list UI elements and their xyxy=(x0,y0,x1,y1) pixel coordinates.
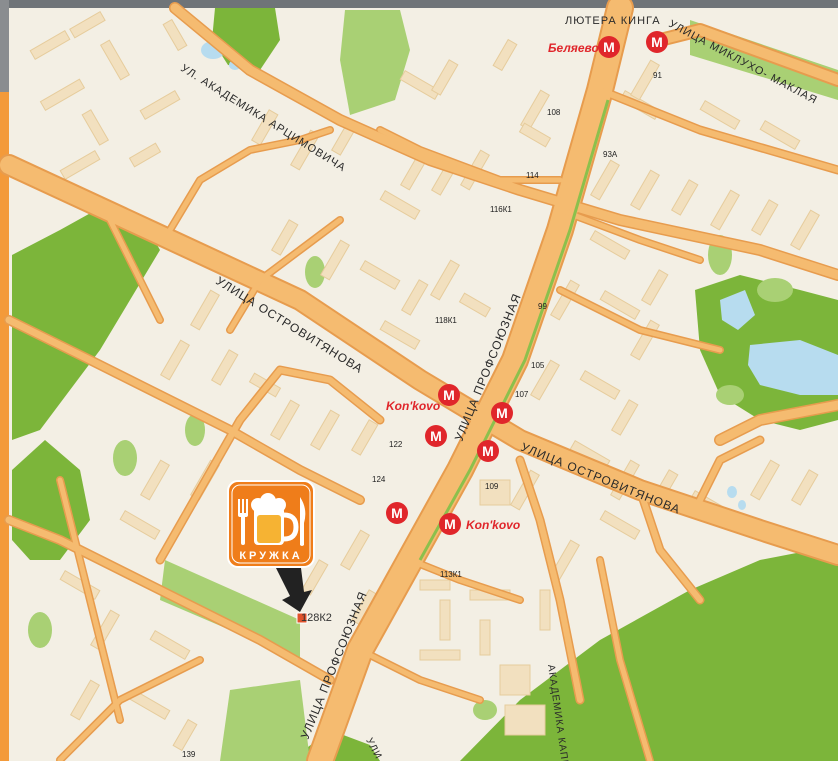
fork-icon xyxy=(238,499,248,545)
house-number: 113К1 xyxy=(440,570,462,579)
beer-mug-icon xyxy=(251,493,299,545)
arrow-down-icon xyxy=(276,560,312,612)
house-number: 124 xyxy=(372,475,386,484)
house-number: 105 xyxy=(531,361,545,370)
road-ostrovityanova xyxy=(0,156,838,564)
metro-glyph: M xyxy=(444,516,456,532)
metro-markers[interactable]: M M M M M M M M xyxy=(386,31,668,535)
metro-glyph: M xyxy=(603,39,615,55)
house-number: 114 xyxy=(526,171,539,180)
destination-house-number: 128К2 xyxy=(301,612,332,624)
metro-icon[interactable]: M xyxy=(598,36,620,58)
house-number: 109 xyxy=(485,482,499,491)
metro-glyph: M xyxy=(482,443,494,459)
metro-glyph: M xyxy=(391,505,403,521)
metro-icon[interactable]: M xyxy=(646,31,668,53)
logo-inner xyxy=(231,484,311,564)
water-bodies xyxy=(201,41,838,524)
buildings xyxy=(29,10,821,752)
metro-icon[interactable]: M xyxy=(477,440,499,462)
metro-icon[interactable]: M xyxy=(386,502,408,524)
top-edge-strip xyxy=(0,0,838,8)
house-number: 139 xyxy=(182,750,196,759)
house-number: 99 xyxy=(538,302,547,311)
road-artsimovicha xyxy=(170,3,838,280)
house-number: 122 xyxy=(389,440,403,449)
metro-glyph: M xyxy=(443,387,455,403)
metro-label-konkovo-north[interactable]: Kon'kovo xyxy=(386,399,440,413)
metro-icon[interactable]: M xyxy=(425,425,447,447)
road-median xyxy=(418,99,610,561)
top-left-corner xyxy=(0,0,9,92)
road-miklukho-maklaya xyxy=(655,25,838,85)
house-numbers: 91 108 93А 114 116К1 99 118К1 105 107 12… xyxy=(182,71,662,759)
house-number: 91 xyxy=(653,71,662,80)
house-number: 118К1 xyxy=(435,316,457,325)
metro-glyph: M xyxy=(651,34,663,50)
metro-icon[interactable]: M xyxy=(439,513,461,535)
house-number: 107 xyxy=(515,390,529,399)
house-number: 108 xyxy=(547,108,561,117)
kruzhka-logo[interactable]: КРУЖКА xyxy=(227,480,315,568)
left-edge-stripe xyxy=(0,90,9,761)
street-label-lyutera-kinga: ЛЮТЕРА КИНГА xyxy=(565,15,661,27)
metro-label-konkovo-south[interactable]: Kon'kovo xyxy=(466,518,520,532)
destination-marker[interactable]: 128К2 xyxy=(276,560,332,624)
metro-icon[interactable]: M xyxy=(491,402,513,424)
logo-name: КРУЖКА xyxy=(239,550,302,562)
metro-icon[interactable]: M xyxy=(438,384,460,406)
knife-icon xyxy=(300,497,306,546)
metro-glyph: M xyxy=(430,428,442,444)
metro-label-belyaevo[interactable]: Беляево xyxy=(548,41,599,55)
location-pin xyxy=(296,612,308,624)
house-number: 93А xyxy=(603,150,618,159)
house-number: 116К1 xyxy=(490,205,512,214)
metro-glyph: M xyxy=(496,405,508,421)
